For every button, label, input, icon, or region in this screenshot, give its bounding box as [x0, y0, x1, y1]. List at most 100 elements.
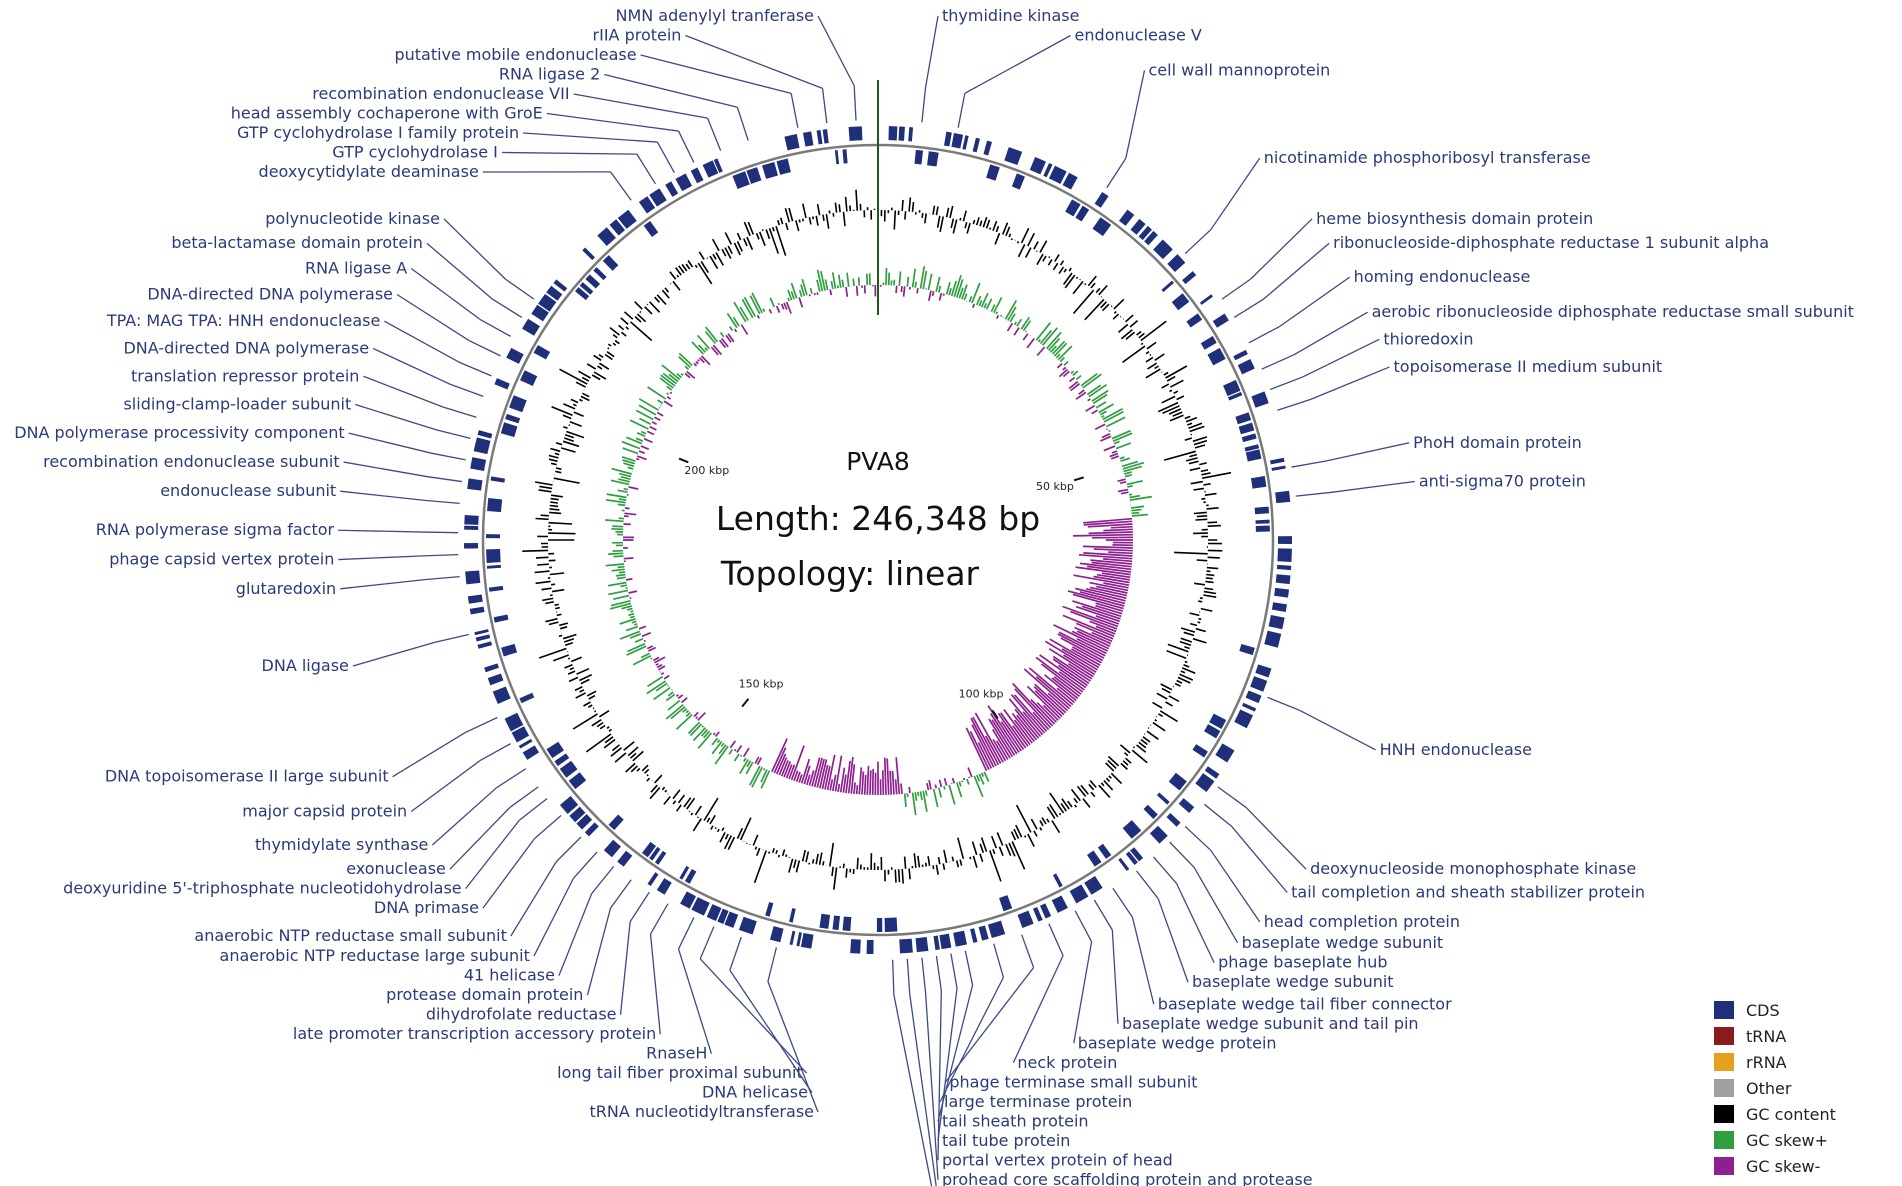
cds-feature	[473, 437, 491, 455]
cds-feature	[593, 267, 607, 281]
gene-label: head assembly cochaperone with GroE	[231, 104, 543, 123]
gene-label: PhoH domain protein	[1413, 433, 1582, 452]
leader-line	[443, 218, 506, 280]
cds-feature	[987, 920, 1006, 939]
cds-feature	[522, 318, 540, 336]
leader-line	[348, 432, 432, 454]
gene-label: GTP cyclohydrolase I	[332, 143, 498, 162]
legend-label: GC skew-	[1746, 1157, 1820, 1176]
cds-feature	[1125, 851, 1138, 865]
gene-label: polynucleotide kinase	[265, 209, 440, 228]
cds-feature	[647, 872, 659, 887]
cds-track	[464, 126, 1292, 954]
cds-feature	[474, 629, 489, 636]
cds-feature	[533, 344, 551, 360]
leader-line	[1330, 480, 1415, 494]
cds-feature	[519, 692, 535, 704]
leader-line	[610, 171, 632, 201]
cds-feature	[1275, 490, 1291, 504]
gene-label: recombination endonuclease VII	[312, 84, 569, 103]
cds-feature	[939, 933, 952, 950]
cds-feature	[933, 935, 940, 950]
leader-line	[1012, 955, 1064, 1064]
leader-line	[921, 87, 927, 123]
cds-feature	[784, 134, 800, 151]
cds-feature	[986, 164, 1000, 181]
leader-line	[1125, 70, 1146, 159]
leader-line	[729, 936, 742, 971]
leader-line	[423, 554, 459, 557]
legend-label: rRNA	[1746, 1053, 1787, 1072]
cds-feature	[848, 126, 863, 142]
cds-feature	[789, 930, 796, 946]
tick-mark	[741, 698, 750, 708]
cds-feature	[475, 634, 491, 642]
leader-line	[939, 977, 1004, 1103]
cds-feature	[732, 171, 750, 190]
cds-feature	[1161, 280, 1174, 293]
leader-line	[423, 531, 459, 534]
gene-label: DNA helicase	[702, 1083, 808, 1102]
leader-line	[1217, 786, 1247, 808]
leader-line	[392, 731, 466, 778]
leader-line	[372, 347, 451, 385]
cds-feature	[554, 753, 570, 767]
leader-line	[906, 958, 911, 994]
cds-feature	[585, 274, 601, 289]
cds-feature	[1130, 218, 1146, 235]
leader-line	[610, 879, 632, 909]
gene-label: rIIA protein	[593, 26, 682, 45]
leader-line	[1233, 298, 1265, 318]
leader-line	[619, 921, 631, 1015]
cds-feature	[1171, 293, 1190, 311]
leader-line	[950, 953, 958, 989]
cds-feature	[649, 846, 661, 861]
gene-label: homing endonuclease	[1354, 267, 1531, 286]
cds-feature	[978, 925, 989, 941]
gene-label: dihydrofolate reductase	[426, 1005, 617, 1024]
gene-label: DNA-directed DNA polymerase	[147, 285, 393, 304]
leader-line	[1106, 158, 1127, 189]
leader-line	[340, 490, 425, 501]
gene-label: deoxyuridine 5'-triphosphate nucleotidoh…	[63, 879, 461, 898]
gene-label: phage capsid vertex protein	[109, 550, 334, 569]
gc-skew-plus	[605, 266, 1153, 816]
cds-feature	[1122, 820, 1142, 839]
cds-feature	[684, 868, 697, 884]
cds-feature	[505, 413, 521, 424]
leader-line	[586, 907, 612, 996]
cds-feature	[506, 347, 524, 364]
cds-feature	[1052, 873, 1063, 888]
cds-feature	[467, 478, 483, 491]
leader-line	[1261, 354, 1294, 370]
leader-line	[909, 993, 937, 1186]
gene-label: tail sheath protein	[942, 1111, 1089, 1130]
cds-feature	[1166, 813, 1181, 827]
cds-feature	[1004, 147, 1023, 166]
cds-feature	[603, 839, 621, 858]
leader-line	[604, 73, 738, 108]
leader-line	[442, 406, 477, 418]
cds-feature	[850, 939, 861, 954]
cds-feature	[832, 915, 840, 931]
cds-feature	[504, 712, 524, 732]
leader-line	[591, 865, 615, 895]
leader-line	[677, 917, 695, 950]
cds-feature	[492, 686, 511, 704]
gene-label: baseplate wedge tail fiber connector	[1158, 994, 1452, 1013]
cds-feature	[1277, 548, 1292, 562]
cds-feature	[679, 865, 690, 880]
cds-feature	[746, 167, 762, 184]
leader-line	[504, 278, 535, 300]
gene-label: portal vertex protein of head	[942, 1150, 1173, 1169]
leader-line	[964, 34, 1071, 94]
leader-line	[767, 947, 778, 982]
cds-feature	[970, 928, 978, 943]
cds-feature	[487, 497, 503, 513]
leader-line	[937, 988, 958, 1141]
cds-feature	[1130, 847, 1144, 862]
leader-line	[924, 15, 939, 88]
